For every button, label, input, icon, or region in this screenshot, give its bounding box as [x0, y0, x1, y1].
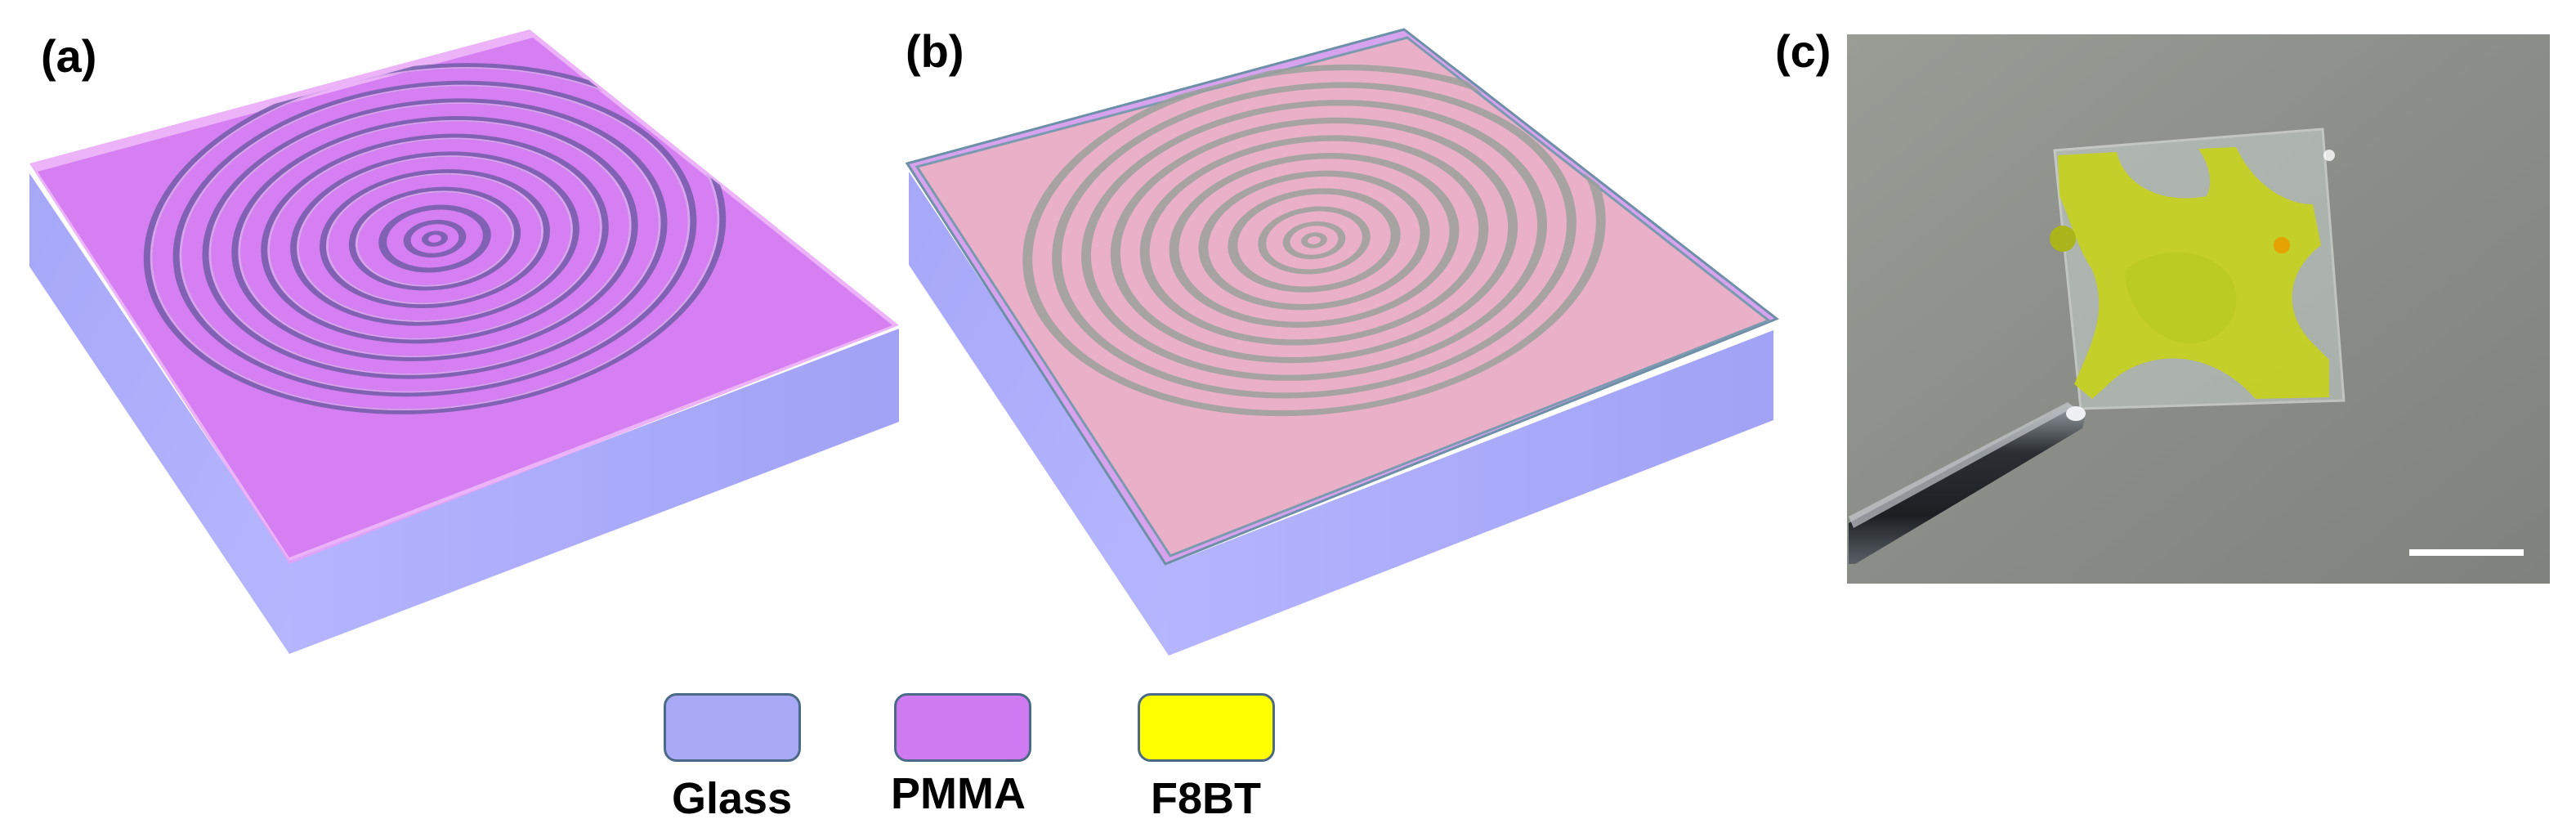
legend-label-glass: Glass — [672, 774, 793, 823]
glass-left-face — [909, 172, 1169, 656]
legend-swatch-glass — [664, 693, 801, 762]
panel-label-a: (a) — [41, 30, 97, 82]
tweezers-icon — [1849, 402, 2086, 564]
panel-c-photo — [1847, 34, 2550, 584]
panel-a-device — [29, 29, 899, 654]
panel-label-c: (c) — [1775, 25, 1831, 77]
panel-label-b: (b) — [906, 25, 964, 77]
legend-swatch-f8bt — [1138, 693, 1275, 762]
pmma-top — [38, 38, 892, 557]
legend-swatch-pmma — [894, 693, 1031, 762]
sample-chip — [2050, 128, 2346, 410]
glass-left-face — [29, 173, 289, 654]
legend-label-pmma: PMMA — [891, 769, 1026, 818]
scale-bar — [2409, 549, 2524, 556]
legend-label-f8bt: F8BT — [1151, 774, 1261, 823]
glass-front-face — [289, 329, 899, 654]
f8bt-top — [915, 36, 1771, 557]
circular-grating — [1022, 64, 1606, 417]
circular-grating — [143, 63, 727, 414]
panel-b-device — [905, 28, 1779, 656]
glass-front-face — [1169, 330, 1773, 656]
